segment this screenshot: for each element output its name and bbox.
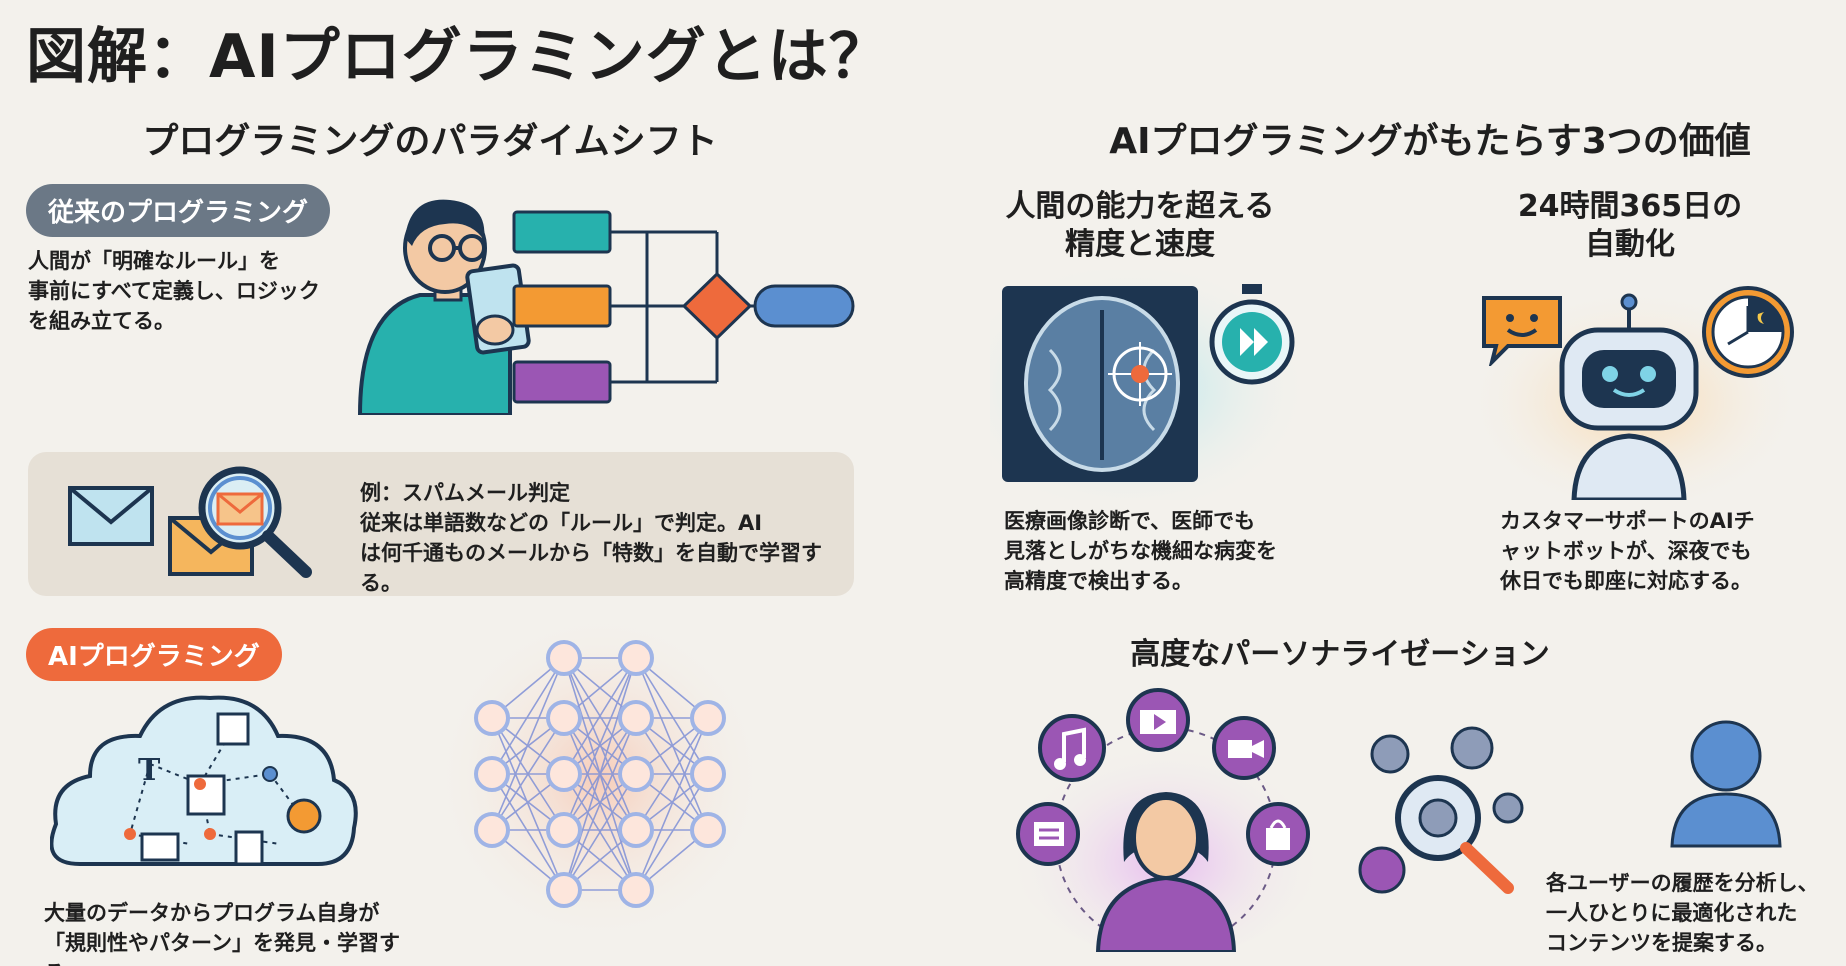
ai-programming-text: 大量のデータからプログラム自身が 「規則性やパターン」を発見・学習する。: [44, 901, 400, 966]
nn-connection: [635, 657, 709, 831]
traditional-programming-label: 従来のプログラミング: [26, 184, 331, 237]
value3-text: 各ユーザーの履歴を分析し、 一人ひとりに最適化された コンテンツを提案する。: [1546, 871, 1819, 955]
stopwatch-icon: [1209, 284, 1295, 385]
magnifier-icon: [198, 466, 312, 578]
news-icon: [1016, 802, 1080, 866]
nn-node: [474, 700, 510, 736]
spam-example-title: 例：スパムメール判定: [360, 481, 570, 505]
value2-title: 24時間365日の 自動化: [1517, 189, 1743, 262]
nn-connection: [635, 717, 709, 831]
nn-node: [546, 812, 582, 848]
camera-icon: [1212, 716, 1276, 780]
nn-connection: [635, 657, 709, 775]
personalization-illustration: [1006, 688, 1326, 952]
nn-node: [618, 700, 654, 736]
nn-node: [690, 700, 726, 736]
nn-node: [474, 756, 510, 792]
music-icon: [1038, 714, 1106, 782]
value2-text: カスタマーサポートのAIチ ャットボットが、深夜でも 休日でも即座に対応する。: [1500, 509, 1755, 593]
nn-connection: [563, 657, 637, 891]
nn-node: [618, 640, 654, 676]
nn-connection: [491, 717, 565, 891]
flowchart-icon: [512, 210, 855, 404]
page-title: 図解：AIプログラミングとは？: [26, 22, 890, 92]
traditional-programming-text: 人間が「明確なルール」を 事前にすべて定義し、ロジック を組み立てる。: [28, 249, 320, 333]
nn-connection: [635, 717, 709, 891]
nn-connection: [563, 657, 637, 831]
nn-connection: [491, 773, 565, 891]
value1-title: 人間の能力を超える 精度と速度: [1005, 189, 1275, 262]
nn-node: [546, 640, 582, 676]
spam-example-line2: は何千通ものメールから「特数」を自動で学習する。: [360, 541, 822, 595]
nn-node: [618, 872, 654, 908]
nn-node: [690, 812, 726, 848]
gears-icon: [1358, 726, 1524, 894]
data-cloud-icon: T: [50, 695, 358, 866]
robot-icon: [1464, 275, 1804, 500]
nn-connection: [563, 773, 637, 891]
shopping-bag-icon: [1246, 802, 1310, 866]
value1-text: 医療画像診断で、医師でも 見落としがちな機細な病変を 高精度で検出する。: [1004, 509, 1277, 593]
video-icon: [1126, 688, 1190, 752]
user-icon: [1670, 720, 1782, 848]
neural-network-icon: [432, 610, 768, 946]
nn-connection: [491, 657, 565, 775]
spam-example-box: [28, 452, 854, 596]
nn-connection: [563, 717, 637, 891]
person-with-tablet-icon: [357, 199, 531, 415]
value3-title: 高度なパーソナライゼーション: [1130, 637, 1550, 672]
three-values-title: AIプログラミングがもたらす3つの価値: [1109, 121, 1751, 162]
nn-node: [474, 812, 510, 848]
woman-icon: [1095, 792, 1237, 952]
nn-node: [618, 756, 654, 792]
svg-text:T: T: [138, 753, 161, 788]
paradigm-shift-title: プログラミングのパラダイムシフト: [142, 121, 718, 162]
clock-icon: [1702, 286, 1794, 378]
chat-bubble-icon: [1482, 296, 1562, 366]
nn-connection: [491, 717, 565, 831]
spam-example-line1: 従来は単語数などの「ルール」で判定。AI: [360, 511, 763, 535]
nn-connection: [491, 657, 565, 831]
nn-node: [546, 700, 582, 736]
nn-node: [546, 756, 582, 792]
nn-connection: [563, 657, 637, 775]
nn-node: [618, 812, 654, 848]
nn-node: [690, 756, 726, 792]
nn-connection: [635, 773, 709, 891]
nn-node: [546, 872, 582, 908]
ai-programming-label: AIプログラミング: [26, 628, 282, 681]
